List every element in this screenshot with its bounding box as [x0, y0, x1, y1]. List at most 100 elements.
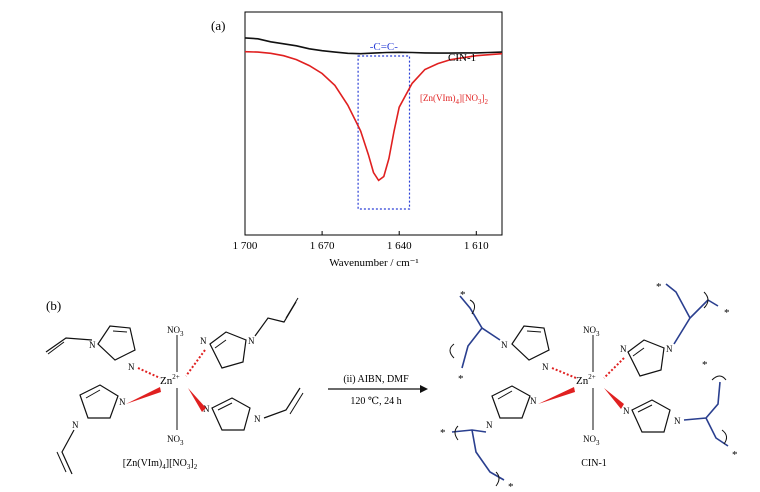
polymer-bracket: [454, 425, 459, 441]
polymer-end-star: *: [656, 281, 662, 293]
reaction-conditions-reagents: (ii) AIBN, DMF: [343, 374, 409, 385]
x-tick-label: 1 700: [233, 240, 258, 252]
left-zn-center: Zn2+: [160, 373, 180, 387]
right-complex-structure: Zn2+ NO3 NO3 N N * * N N: [440, 281, 738, 492]
left-imidazole-ring-lr: [211, 397, 251, 431]
left-imidazole-ring-ll: [79, 384, 119, 419]
polymer-end-star: *: [458, 373, 464, 385]
left-compound-name: [Zn(VIm)4][NO3]2: [123, 458, 198, 471]
left-nitrate-top: NO3: [167, 325, 184, 338]
x-tick-label: 1 670: [310, 240, 335, 252]
ring-double-bond: [632, 347, 645, 357]
panel-b-scheme: (b) Zn2+ NO3 NO3 N N N N: [45, 281, 738, 492]
right-imidazole-ring-ur: [627, 339, 665, 377]
x-axis-ticks: 1 700 1 670 1 640 1 610: [233, 231, 489, 252]
ring-n-atom: N: [128, 362, 135, 372]
polymer-end-star: *: [702, 359, 708, 371]
hashed-bond: [185, 349, 206, 377]
ring-double-bond: [85, 389, 101, 399]
reaction-conditions-temperature: 120 ℃, 24 h: [350, 396, 401, 407]
polymer-end-star: *: [732, 449, 738, 461]
polymer-end-star: *: [508, 481, 514, 492]
wedge-bond: [126, 387, 161, 404]
series-layer: [244, 37, 503, 182]
polymer-bracket: [495, 471, 500, 487]
legend-zn-complex: [Zn(VIm)4][NO3]2: [420, 93, 489, 106]
right-nitrate-top: NO3: [583, 325, 600, 338]
ring-n-atom: N: [623, 406, 630, 416]
series-line-0: [244, 37, 503, 55]
ring-n-atom: N: [666, 344, 673, 354]
highlight-box-label: -C=C-: [370, 41, 399, 53]
wedge-bond: [604, 388, 624, 409]
legend-cin-1: CIN-1: [448, 52, 476, 64]
polymer-chain: [673, 299, 709, 345]
vinyl-group: [263, 387, 301, 419]
ring-double-bond: [637, 404, 653, 413]
vinyl-group: [254, 301, 297, 337]
ring-double-bond: [112, 330, 128, 333]
polymer-end-star: *: [724, 307, 730, 319]
x-tick-label: 1 640: [387, 240, 412, 252]
polymer-chain: [459, 295, 501, 341]
polymer-end-star: *: [440, 427, 446, 439]
ring-n-atom: N: [119, 397, 126, 407]
polymer-bracket: [469, 299, 476, 315]
right-compound-name: CIN-1: [581, 458, 607, 469]
vinyl-group: [45, 337, 93, 353]
wedge-bond: [188, 388, 206, 412]
ring-double-bond: [217, 402, 233, 411]
polymer-bracket: [449, 343, 455, 359]
x-tick-label: 1 610: [464, 240, 489, 252]
plot-frame: [244, 11, 503, 236]
hashed-bond: [551, 367, 577, 379]
ring-n-atom: N: [200, 336, 207, 346]
ring-double-bond: [214, 339, 227, 349]
left-nitrate-bottom: NO3: [167, 434, 184, 447]
polymer-chain: [683, 381, 721, 421]
polymer-chain: [461, 327, 483, 369]
vinyl-double-bond: [285, 297, 299, 319]
ring-n-atom: N: [203, 404, 210, 414]
polymer-chain: [451, 429, 487, 433]
left-imidazole-ring-ul: [97, 325, 136, 361]
vinyl-group: [61, 429, 75, 475]
vinyl-double-bond: [47, 341, 65, 355]
right-imidazole-ring-ll: [491, 385, 531, 419]
ring-n-atom: N: [674, 416, 681, 426]
right-imidazole-ring-lr: [631, 399, 671, 433]
panel-b-label: (b): [46, 298, 61, 313]
arrow-head: [420, 385, 428, 393]
right-zn-center: Zn2+: [576, 373, 596, 387]
ring-n-atom: N: [530, 396, 537, 406]
left-imidazole-ring-ur: [209, 331, 247, 369]
hashed-bond: [137, 367, 161, 379]
ring-double-bond: [526, 330, 542, 333]
wedge-bond: [538, 387, 575, 404]
ring-n-atom: N: [486, 420, 493, 430]
series-line-1: [244, 50, 503, 182]
vinyl-double-bond: [56, 451, 67, 473]
x-axis-label: Wavenumber / cm⁻¹: [329, 257, 418, 269]
polymer-chain: [665, 283, 691, 319]
ring-n-atom: N: [542, 362, 549, 372]
panel-a-label: (a): [211, 18, 225, 33]
reaction-arrow: (ii) AIBN, DMF 120 ℃, 24 h: [328, 374, 428, 407]
ring-n-atom: N: [248, 336, 255, 346]
polymer-bracket: [711, 375, 727, 381]
right-imidazole-ring-ul: [511, 325, 550, 361]
polymer-bracket: [721, 429, 728, 445]
ring-n-atom: N: [72, 420, 79, 430]
polymer-chain: [707, 299, 719, 307]
vinyl-double-bond: [289, 392, 304, 415]
ring-n-atom: N: [89, 340, 96, 350]
ring-double-bond: [497, 390, 513, 400]
ring-n-atom: N: [501, 340, 508, 350]
polymer-chain: [471, 429, 505, 481]
polymer-bracket: [703, 291, 709, 309]
right-nitrate-bottom: NO3: [583, 434, 600, 447]
hashed-bond: [603, 357, 625, 379]
polymer-end-star: *: [460, 289, 466, 301]
